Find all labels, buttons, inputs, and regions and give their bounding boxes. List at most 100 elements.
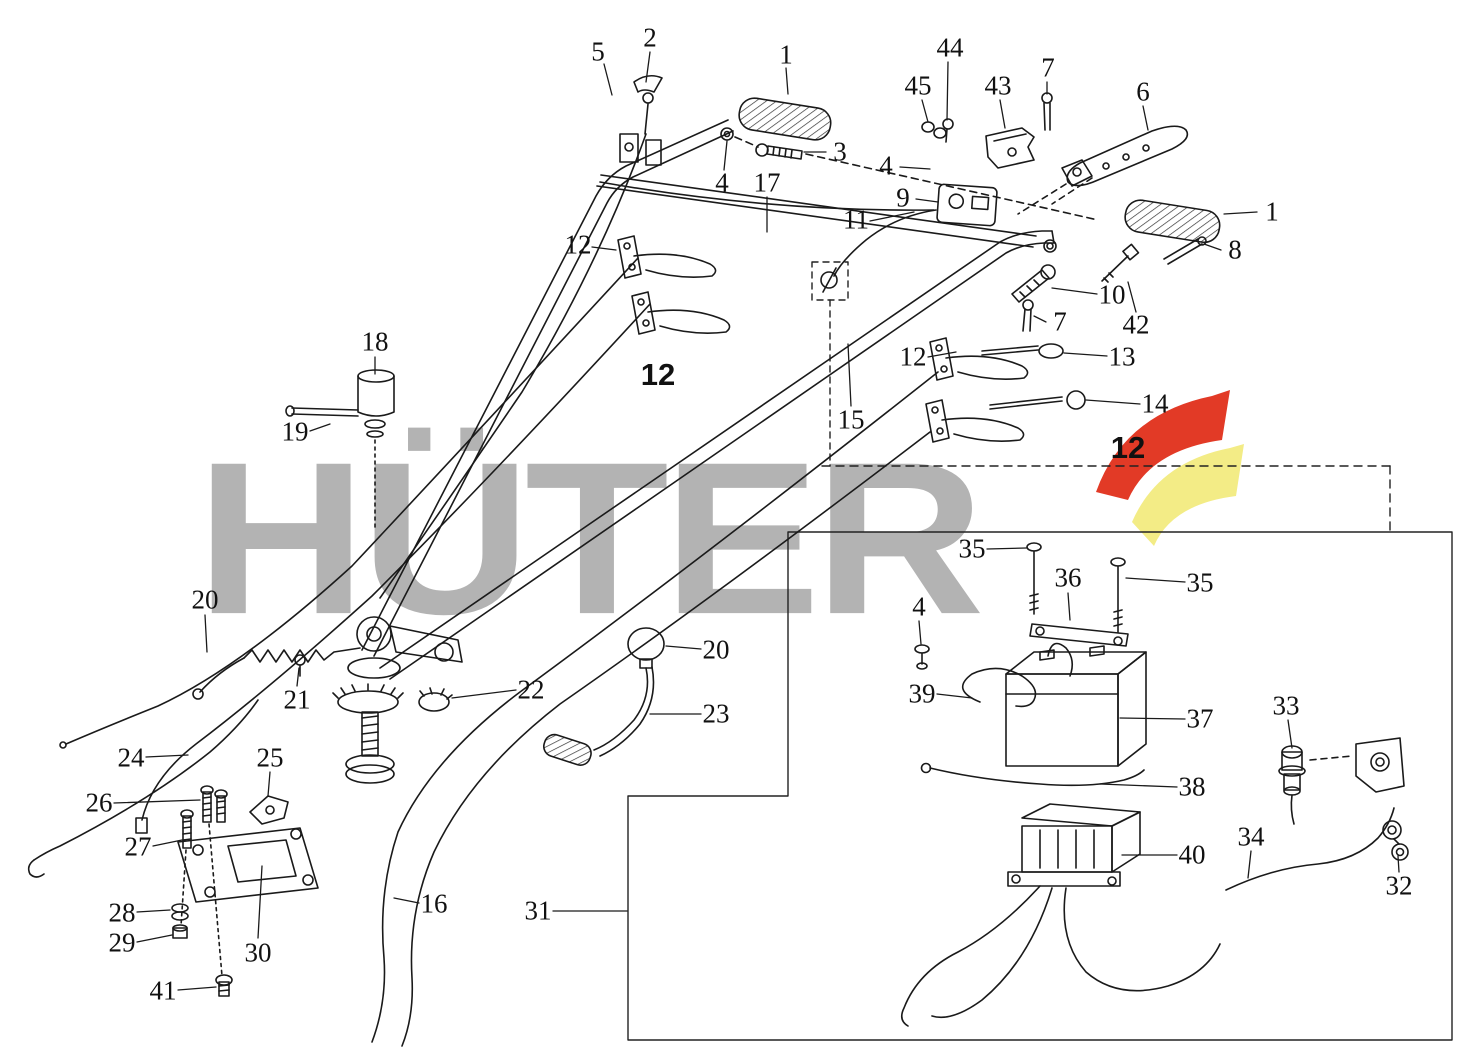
battery-bracket-36 xyxy=(1029,623,1129,647)
rectifier-40 xyxy=(1007,803,1141,887)
tension-rod-20 xyxy=(192,647,361,700)
bolt-21 xyxy=(294,654,306,677)
leader-line-35 xyxy=(986,547,1027,550)
leader-line-1 xyxy=(1223,211,1258,215)
leader-line-33 xyxy=(1287,719,1293,749)
detail-callout-box xyxy=(811,261,849,301)
leader-line-38 xyxy=(1099,783,1178,788)
leader-line-6 xyxy=(1142,105,1149,131)
lever-13 xyxy=(981,343,1064,359)
leader-line-22 xyxy=(451,689,517,699)
bolt-42 xyxy=(1101,243,1140,283)
leader-line-35 xyxy=(1125,577,1186,583)
nut-right-handle xyxy=(1043,239,1057,253)
bolt-3 xyxy=(755,143,803,160)
cotter-pin-7-top xyxy=(1041,92,1053,131)
leader-line-4 xyxy=(918,620,922,645)
knob-18 xyxy=(357,369,395,529)
lever-assembly-12-a xyxy=(617,235,717,279)
wire-34 xyxy=(1225,807,1395,891)
switch-wire-11 xyxy=(833,209,937,277)
engine-stop-switch-9 xyxy=(936,183,998,227)
bolt-35-left xyxy=(1026,542,1042,615)
handle-grip-top xyxy=(738,97,832,141)
bolt-27 xyxy=(180,809,194,849)
explosion-axis-dashed xyxy=(734,136,1099,221)
wire-38 xyxy=(920,762,1145,787)
leader-line-41 xyxy=(177,986,217,991)
bracket-43 xyxy=(985,127,1035,169)
leader-line-16 xyxy=(393,897,420,904)
washers-28 xyxy=(171,903,189,921)
lever-14 xyxy=(989,390,1086,410)
rod-24 xyxy=(27,699,259,878)
cross-brace-17 xyxy=(600,174,1037,237)
rod-19 xyxy=(285,405,359,417)
leader-line-14 xyxy=(1085,399,1141,405)
leader-line-9 xyxy=(915,198,939,203)
battery-37 xyxy=(1005,645,1147,767)
leader-line-36 xyxy=(1067,592,1071,621)
leader-line-13 xyxy=(1063,352,1108,357)
clutch-lever-6 xyxy=(1017,125,1189,215)
leader-line-30 xyxy=(257,865,263,939)
bolt-35-right xyxy=(1110,557,1126,633)
leader-line-12 xyxy=(927,351,957,358)
lever-assembly-12-b xyxy=(631,291,731,335)
washer-4-top xyxy=(720,127,734,141)
leader-line-26 xyxy=(113,799,201,804)
throttle-lever-2 xyxy=(619,74,663,166)
leader-line-5 xyxy=(603,63,613,96)
bolt-4-battery xyxy=(914,644,930,670)
leader-line-32 xyxy=(1397,855,1400,873)
cable-15 xyxy=(401,431,931,1047)
leader-line-43 xyxy=(999,99,1006,129)
brand-swoosh-yellow xyxy=(1132,444,1244,546)
leader-line-20 xyxy=(204,614,208,653)
leader-line-44 xyxy=(946,61,949,121)
cable-16 xyxy=(371,371,939,1043)
leader-line-7 xyxy=(1033,315,1047,323)
handle-mount-swivel xyxy=(347,616,463,679)
bolts-26 xyxy=(200,785,228,823)
switch-axis-dashed xyxy=(1309,755,1353,761)
leader-line-45 xyxy=(921,99,929,123)
leader-line-10 xyxy=(1051,287,1098,295)
lever-assembly-12-c xyxy=(929,337,1029,381)
mount-plate-30 xyxy=(177,827,319,903)
leader-line-24 xyxy=(145,754,189,758)
bolt-10 xyxy=(1011,264,1056,303)
leader-line-25 xyxy=(267,771,271,797)
leader-line-4 xyxy=(899,166,931,170)
worm-gear-22 xyxy=(332,683,453,784)
section-boundary xyxy=(627,261,1453,1041)
ignition-switch-33 xyxy=(1278,745,1306,825)
leader-line-11 xyxy=(869,211,915,222)
electrical-section-box xyxy=(627,531,1453,1041)
brand-swoosh-red xyxy=(1096,390,1230,500)
leader-line-34 xyxy=(1247,850,1252,879)
leader-line-29 xyxy=(136,934,173,943)
leader-line-4 xyxy=(723,140,728,171)
control-cables xyxy=(59,133,939,1047)
leader-line-12 xyxy=(591,246,617,251)
crank-handle-23 xyxy=(543,666,655,766)
rectifier-wires xyxy=(900,885,1221,1027)
leader-line-20 xyxy=(665,645,702,650)
leader-line-39 xyxy=(936,693,973,699)
leader-line-37 xyxy=(1119,717,1186,720)
leader-line-19 xyxy=(309,423,331,432)
bolt-44 xyxy=(942,118,954,143)
bolt-41 xyxy=(215,974,233,997)
nut-29 xyxy=(172,924,188,939)
pin-8 xyxy=(1163,236,1207,265)
handle-grip-right xyxy=(1124,199,1221,244)
grommet-32 xyxy=(1382,820,1409,861)
leader-line-42 xyxy=(1127,281,1137,313)
leader-line-21 xyxy=(296,667,300,687)
leader-lines xyxy=(113,51,1400,991)
leader-line-2 xyxy=(645,51,651,83)
fastener-axis-dashed xyxy=(180,823,223,977)
